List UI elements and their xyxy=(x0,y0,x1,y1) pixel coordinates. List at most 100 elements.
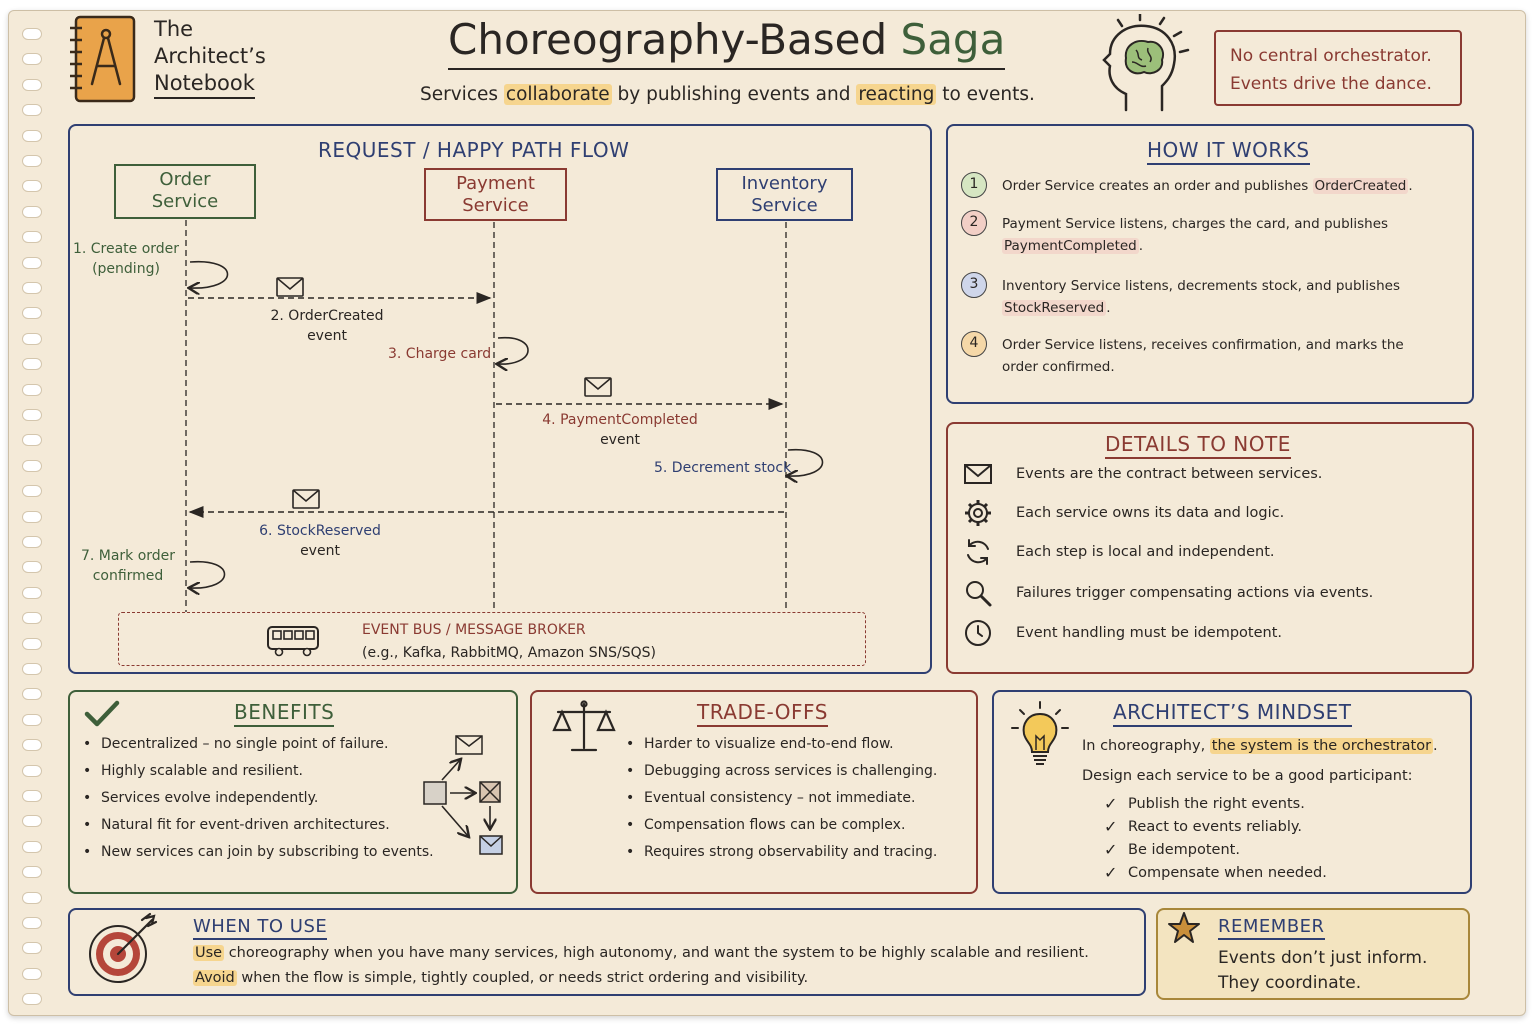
how-it-works-title: HOW IT WORKS xyxy=(1147,138,1310,165)
inventory-service-label: Inventory xyxy=(741,173,828,194)
benefits-title: BENEFITS xyxy=(234,700,335,727)
spiral-hole xyxy=(22,764,42,777)
spiral-hole xyxy=(22,739,42,752)
how-it-works-panel xyxy=(946,124,1474,404)
how-step-text: Order Service listens, receives confirma… xyxy=(1002,334,1442,378)
title-main: Choreography-Based xyxy=(448,15,901,64)
event-tag: OrderCreated xyxy=(1312,178,1409,194)
check-icon: ✓ xyxy=(1104,840,1118,859)
payment-service-label: Service xyxy=(462,195,529,216)
when-avoid-line: Avoid when the flow is simple, tightly c… xyxy=(193,968,808,988)
callout-line-2: Events drive the dance. xyxy=(1230,74,1432,94)
benefits-panel xyxy=(68,690,518,894)
step-4-text: event xyxy=(600,432,640,448)
notebook-logo-icon xyxy=(66,14,140,106)
use-keyword: Use xyxy=(193,945,225,961)
event-bus-box xyxy=(118,612,866,666)
event-bus-title: EVENT BUS / MESSAGE BROKER xyxy=(362,622,586,638)
step-2-text: 2. OrderCreated xyxy=(270,308,384,324)
step-6-text: event xyxy=(300,543,340,559)
spiral-hole xyxy=(22,891,42,904)
mindset-highlight: the system is the orchestrator xyxy=(1209,738,1434,754)
how-step-part: . xyxy=(1106,300,1111,316)
spiral-hole xyxy=(22,53,42,66)
spiral-hole xyxy=(22,713,42,726)
tradeoffs-title: TRADE-OFFS xyxy=(697,700,828,727)
detail-text: Failures trigger compensating actions vi… xyxy=(1016,585,1374,601)
flow-title: REQUEST / HAPPY PATH FLOW xyxy=(318,138,630,162)
mindset-line-2: Design each service to be a good partici… xyxy=(1082,768,1413,784)
brand-line-1: The xyxy=(154,17,194,41)
spiral-hole xyxy=(22,307,42,320)
self-loop-mark-confirmed xyxy=(190,560,226,588)
inventory-service-label: Service xyxy=(751,195,818,216)
how-step-part: . xyxy=(1138,238,1144,254)
spiral-hole xyxy=(22,510,42,523)
spiral-hole xyxy=(22,840,42,853)
spiral-hole xyxy=(22,612,42,625)
spiral-hole xyxy=(22,866,42,879)
subtitle-part: to events. xyxy=(936,84,1035,105)
spiral-hole xyxy=(22,942,42,955)
step-1-text: (pending) xyxy=(92,261,160,277)
spiral-hole xyxy=(22,409,42,421)
checklist-item: React to events reliably. xyxy=(1128,819,1302,835)
spiral-hole xyxy=(22,993,42,1006)
remember-title: REMEMBER xyxy=(1218,916,1325,940)
spiral-hole xyxy=(22,561,42,574)
how-step-part: Order Service creates an order and publi… xyxy=(1002,178,1313,194)
inventory-service-box: Inventory Service xyxy=(716,168,853,221)
refresh-icon xyxy=(963,537,993,567)
spiral-hole xyxy=(22,688,42,701)
self-loop-charge-card xyxy=(498,336,529,364)
spiral-hole xyxy=(22,485,42,498)
spiral-hole xyxy=(22,434,42,447)
bullet-item: Services evolve independently. xyxy=(83,790,318,806)
checklist-item: Be idempotent. xyxy=(1128,842,1240,858)
step-number-badge: 3 xyxy=(961,272,987,298)
spiral-hole xyxy=(22,28,42,40)
avoid-keyword: Avoid xyxy=(193,970,237,986)
step-2-text: event xyxy=(307,328,347,344)
remember-panel xyxy=(1156,908,1470,1000)
how-step-part: . xyxy=(1408,178,1413,194)
self-loop-decrement-stock xyxy=(788,448,824,476)
checkmark-icon xyxy=(84,700,120,728)
mindset-title: ARCHITECT’S MINDSET xyxy=(1113,700,1352,727)
spiral-hole xyxy=(22,815,42,828)
spiral-hole xyxy=(22,78,42,91)
title-accent: Saga xyxy=(900,15,1006,64)
event-tag: PaymentCompleted xyxy=(1002,238,1139,254)
clock-icon xyxy=(963,618,993,648)
bullet-item: Highly scalable and resilient. xyxy=(83,763,303,779)
step-4-text: 4. PaymentCompleted xyxy=(542,412,698,428)
payment-service-box: Payment Service xyxy=(424,168,567,221)
spiral-hole xyxy=(22,155,42,167)
bullet-item: Requires strong observability and tracin… xyxy=(626,844,937,860)
when-to-use-panel xyxy=(68,908,1146,996)
avoid-text: when the flow is simple, tightly coupled… xyxy=(236,970,809,986)
spiral-hole xyxy=(22,637,42,650)
when-use-line: Use choreography when you have many serv… xyxy=(193,943,1089,963)
check-icon: ✓ xyxy=(1104,817,1118,836)
spiral-hole xyxy=(22,282,42,294)
spiral-hole xyxy=(22,586,42,599)
spiral-hole xyxy=(22,536,42,548)
lightbulb-icon xyxy=(1008,700,1072,768)
step-3-label: 3. Charge card xyxy=(388,346,492,362)
mindset-line-1: In choreography, the system is the orche… xyxy=(1082,736,1438,756)
mindset-text: . xyxy=(1433,738,1438,754)
how-step-part: Payment Service listens, charges the car… xyxy=(1002,216,1389,232)
spiral-hole xyxy=(22,205,42,218)
spiral-hole xyxy=(22,256,42,269)
check-icon: ✓ xyxy=(1104,794,1118,813)
step-1-label: 1. Create order (pending) xyxy=(66,239,186,279)
checklist-item: Compensate when needed. xyxy=(1128,865,1327,881)
bus-icon xyxy=(266,624,322,658)
mindset-panel xyxy=(992,690,1472,894)
order-service-box: Order Service xyxy=(114,164,256,219)
spiral-hole xyxy=(22,332,42,345)
use-text: choreography when you have many services… xyxy=(224,945,1089,961)
remember-line-1: Events don’t just inform. xyxy=(1218,948,1428,968)
envelope-icon xyxy=(292,489,320,509)
